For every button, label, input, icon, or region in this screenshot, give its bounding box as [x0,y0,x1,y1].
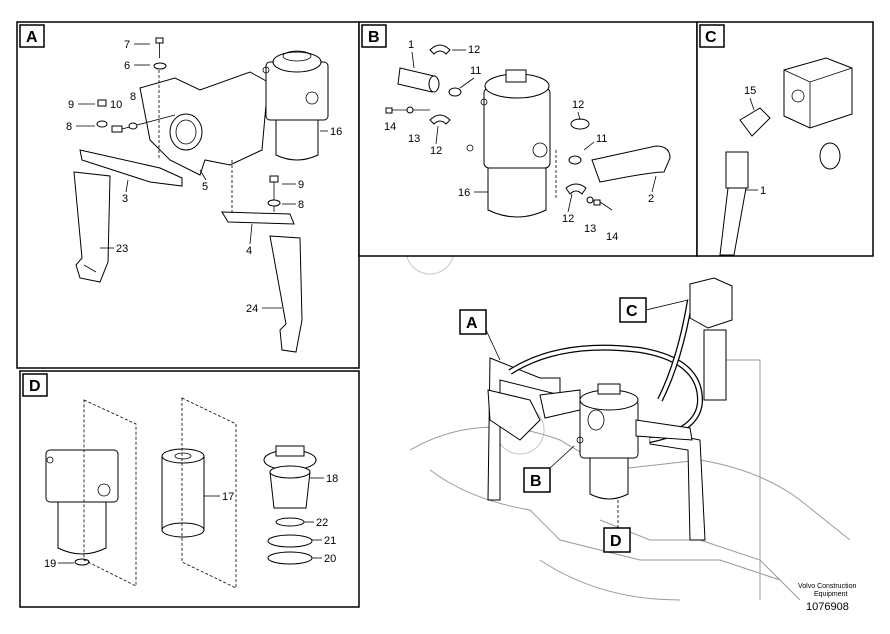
panel-a: A [16,21,360,369]
clamp-12c [570,118,590,130]
callout: 24 [246,303,258,315]
bracket-23 [73,171,111,283]
bolt-7 [153,37,167,70]
o-ring-21 [267,534,313,548]
footer-line1: Volvo Construction [798,583,856,590]
callout: 16 [458,187,470,199]
overview-tag-d: D [610,533,622,550]
callout: 9 [298,179,304,191]
hose-1-c [719,187,747,256]
housing [45,449,119,555]
panel-b-tag-box [361,24,387,48]
o-ring-11 [448,87,462,97]
o-ring-20 [267,551,313,565]
callout: 12 [468,44,480,56]
overview-tag-a: A [466,315,478,332]
panel-b-tag: B [368,29,380,46]
callout: 18 [326,473,338,485]
callout: 14 [384,121,396,133]
clamp-12d [565,183,587,195]
callout: 8 [298,199,304,211]
overview-tag-d-box [603,527,631,553]
callout: 14 [606,231,618,243]
cartridge-17 [161,448,205,538]
clamp-12b [429,114,451,125]
callout: 13 [408,133,420,145]
plate-3 [79,149,183,187]
callout: 3 [122,193,128,205]
footer-number: 1076908 [806,601,849,613]
callout: 11 [596,133,607,145]
panel-c-frame [696,21,874,257]
callout: 22 [316,517,328,529]
filter-16-b [466,69,551,218]
o-ring-22 [275,517,305,527]
panel-d: D 17 18 2 [19,370,360,608]
callout: 5 [202,181,208,193]
hose-fitting [725,151,749,189]
callout: 15 [744,85,756,97]
panel-d-tag: D [29,378,41,395]
bracket-24 [269,235,303,353]
panel-c-tag: C [705,29,717,46]
o-ring-19 [74,558,90,566]
callout: 17 [222,491,234,503]
callout: 7 [124,39,130,51]
callout: 1 [408,39,414,51]
block [783,57,853,129]
footer-line2: Equipment [814,591,848,598]
bolt-9-left [96,99,176,133]
callout: 23 [116,243,128,255]
panel-d-tag-box [22,373,48,397]
filter-16 [262,50,329,161]
overview-tag-c-box [619,297,647,323]
callout: 12 [430,145,442,157]
hose-1 [397,67,435,93]
callout: 8 [66,121,72,133]
plate-4 [221,211,295,225]
panel-c-tag-box [699,24,725,48]
callout: 16 [330,126,342,138]
panel-a-tag: A [26,29,38,46]
callout: 20 [324,553,336,565]
callout: 4 [246,245,252,257]
port [819,142,841,170]
callout: 19 [44,558,56,570]
callout: 11 [470,65,481,77]
fitting-15 [739,107,771,137]
panel-c: C 15 1 [696,21,874,257]
callout: 12 [572,99,584,111]
panel-a-tag-box [19,24,45,48]
hose-2 [591,145,671,183]
callout: 13 [584,223,596,235]
callout: 10 [110,99,122,111]
clamp-12 [429,44,451,55]
callout: 2 [648,193,654,205]
overview-tag-a-box [459,309,487,335]
o-ring-11b [568,155,582,165]
overview-tag-b-box [523,467,551,493]
cap-18 [263,445,317,509]
callout: 6 [124,60,130,72]
overview-tag-b: B [530,473,542,490]
callout: 9 [68,99,74,111]
callout: 12 [562,213,574,225]
footer: Volvo Construction Equipment 1076908 [798,583,856,613]
callout: 8 [130,91,136,103]
panel-b: B 1 12 [358,21,698,257]
bracket-5 [139,71,269,176]
overview-illustration: A C B D [409,277,851,601]
callout: 1 [760,185,766,197]
overview-tag-c: C [626,303,638,320]
callout: 21 [324,535,336,547]
